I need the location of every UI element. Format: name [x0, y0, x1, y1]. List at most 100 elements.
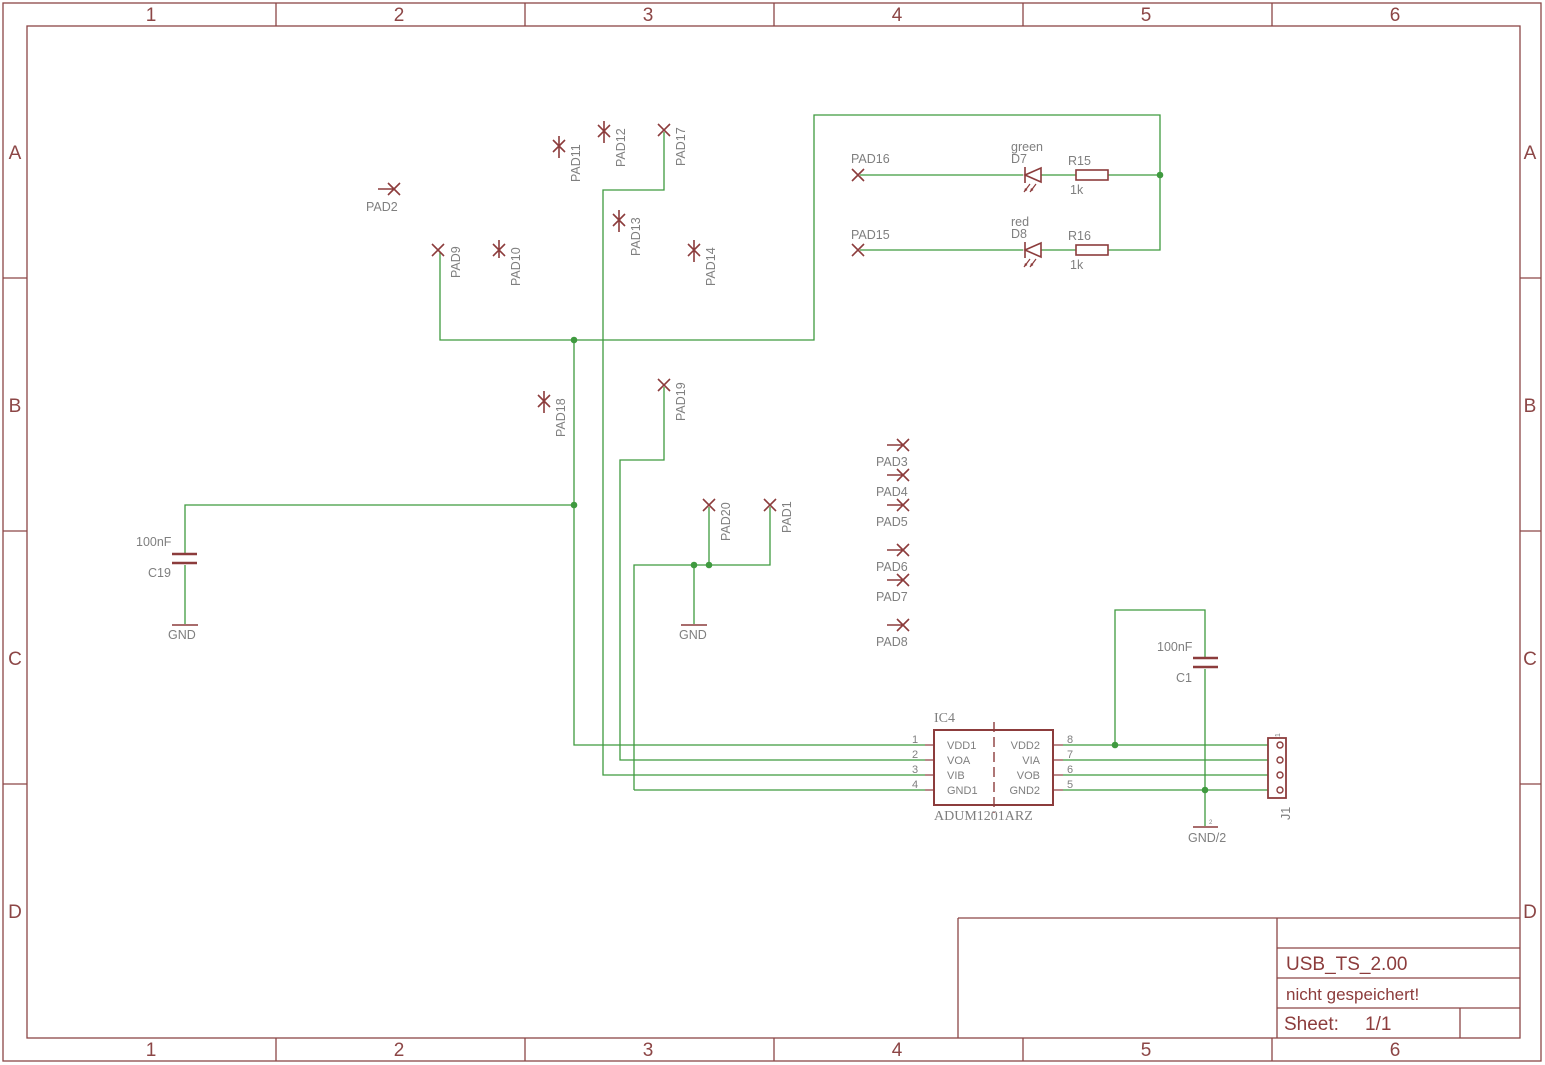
column-label-top: 3 — [643, 5, 654, 26]
pad-pad16[interactable]: PAD16 — [851, 152, 890, 182]
column-label-top: 6 — [1390, 5, 1401, 26]
gnd-label: GND — [679, 628, 707, 642]
pad-pad19[interactable]: PAD19 — [657, 378, 688, 421]
junction-dot — [1111, 741, 1119, 749]
row-label-left: D — [8, 902, 22, 923]
gnd-label: GND — [168, 628, 196, 642]
pad-label: PAD6 — [876, 560, 908, 574]
pad-pad7[interactable]: PAD7 — [876, 573, 910, 604]
pad-pad5[interactable]: PAD5 — [876, 498, 910, 529]
pad-pad4[interactable]: PAD4 — [876, 468, 910, 499]
led-d7[interactable]: green D7 — [1011, 140, 1043, 193]
pad-pad12[interactable]: PAD12 — [597, 121, 628, 167]
pad-label: PAD5 — [876, 515, 908, 529]
pin-number: 2 — [912, 749, 918, 761]
pin-name: VIB — [947, 770, 965, 782]
pad-label: PAD15 — [851, 228, 890, 242]
resistor-r16[interactable]: R16 1k — [1068, 229, 1109, 272]
pin-name: VOB — [1017, 770, 1040, 782]
pad-label: PAD20 — [719, 502, 733, 541]
led-d8[interactable]: red D8 — [1011, 215, 1042, 268]
capacitor-c1[interactable]: 100nF C1 — [1157, 640, 1218, 685]
svg-text:2: 2 — [1209, 820, 1213, 826]
pad-pad11[interactable]: PAD11 — [552, 136, 583, 182]
row-label-right: D — [1523, 902, 1537, 923]
gnd-symbol: GND — [168, 624, 198, 642]
pad-pad10[interactable]: PAD10 — [492, 240, 523, 286]
sheet-label: Sheet: — [1284, 1014, 1339, 1035]
resistor-value: 1k — [1070, 258, 1084, 272]
pad-label: PAD9 — [449, 246, 463, 278]
row-label-right: C — [1523, 649, 1537, 670]
resistor-r15[interactable]: R15 1k — [1068, 154, 1109, 197]
column-label-top: 4 — [892, 5, 903, 26]
row-label-left: A — [9, 143, 22, 164]
drawing-title: USB_TS_2.00 — [1286, 954, 1407, 975]
capacitor-name: C19 — [148, 566, 171, 580]
pad-pad14[interactable]: PAD14 — [687, 240, 718, 286]
pad-label: PAD10 — [509, 247, 523, 286]
pad-pad18[interactable]: PAD18 — [537, 391, 568, 437]
column-label-bottom: 5 — [1141, 1040, 1152, 1061]
pad-pad1[interactable]: PAD1 — [763, 498, 794, 533]
ic-name: IC4 — [934, 711, 955, 726]
pad-label: PAD18 — [554, 398, 568, 437]
junctions — [570, 171, 1209, 794]
pad-pad2[interactable]: PAD2 — [366, 182, 401, 214]
pin-name: GND2 — [1009, 785, 1040, 797]
capacitor-value: 100nF — [1157, 640, 1193, 654]
ic-adum1201[interactable]: IC4 ADUM1201ARZ 1 2 3 4 VDD1 VOA VIB GND… — [912, 711, 1073, 824]
pad-label: PAD14 — [704, 247, 718, 286]
pin-name: VDD2 — [1011, 740, 1040, 752]
connector-pin1-mark: 1 — [1275, 733, 1282, 737]
connector-name: J1 — [1279, 807, 1293, 820]
pin-number: 4 — [912, 779, 918, 791]
pad-pad17[interactable]: PAD17 — [657, 123, 688, 166]
junction-dot — [570, 501, 578, 509]
pad-pad9[interactable]: PAD9 — [431, 243, 463, 278]
pin-name: VOA — [947, 755, 971, 767]
row-label-left: C — [8, 649, 22, 670]
pad-pad3[interactable]: PAD3 — [876, 438, 910, 469]
led-name: D8 — [1011, 227, 1027, 241]
pad-label: PAD11 — [569, 144, 583, 182]
pin-number: 7 — [1067, 749, 1073, 761]
column-label-top: 5 — [1141, 5, 1152, 26]
column-label-top: 2 — [394, 5, 405, 26]
connector-j1[interactable]: 1 J1 — [1267, 733, 1293, 820]
column-label-top: 1 — [146, 5, 157, 26]
wires — [184, 114, 1268, 826]
sheet-number: 1/1 — [1365, 1014, 1391, 1035]
junction-dot — [1201, 786, 1209, 794]
pad-pad20[interactable]: PAD20 — [702, 498, 733, 541]
pad-pad6[interactable]: PAD6 — [876, 543, 910, 574]
pad-pad15[interactable]: PAD15 — [851, 228, 890, 257]
capacitor-c19[interactable]: 100nF C19 — [136, 535, 197, 580]
junction-dot — [690, 561, 698, 569]
column-label-bottom: 3 — [643, 1040, 654, 1061]
gnd-symbol: GND — [679, 624, 707, 642]
column-label-bottom: 2 — [394, 1040, 405, 1061]
junction-dot — [570, 336, 578, 344]
pad-label: PAD13 — [629, 217, 643, 256]
junction-dot — [705, 561, 713, 569]
save-status: nicht gespeichert! — [1286, 985, 1419, 1004]
pad-label: PAD19 — [674, 382, 688, 421]
pad-label: PAD17 — [674, 127, 688, 166]
led-value: red — [1011, 215, 1029, 229]
column-label-bottom: 4 — [892, 1040, 903, 1061]
row-label-right: B — [1524, 396, 1537, 417]
pin-number: 1 — [912, 734, 918, 746]
pin-number: 5 — [1067, 779, 1073, 791]
pin-number: 6 — [1067, 764, 1073, 776]
capacitor-name: C1 — [1176, 671, 1192, 685]
pad-label: PAD16 — [851, 152, 890, 166]
pad-pad8[interactable]: PAD8 — [876, 618, 910, 649]
zone-labels: 1 2 3 4 5 6 1 2 3 4 5 6 A B C D A B C D — [8, 5, 1537, 1061]
pad-pad13[interactable]: PAD13 — [612, 210, 643, 256]
pads: PAD1 PAD2 PAD3 PAD4 PAD5 PAD6 PAD7 PAD8 — [366, 121, 910, 649]
row-label-left: B — [9, 396, 22, 417]
led-value: green — [1011, 140, 1043, 154]
